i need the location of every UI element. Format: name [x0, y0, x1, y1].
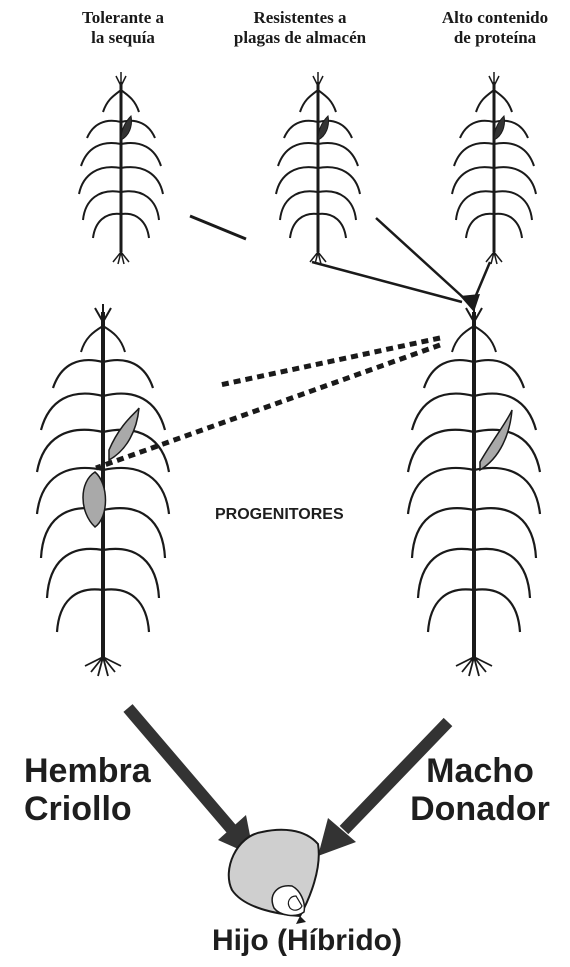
donor-line-2	[312, 262, 462, 302]
male-ear	[480, 410, 512, 470]
female-label: Hembra Criollo	[24, 752, 151, 828]
donor-line-3	[376, 218, 466, 300]
offspring-label: Hijo (Híbrido)	[212, 922, 402, 960]
donor-line-1	[190, 216, 246, 239]
hybrid-kernel	[229, 830, 319, 924]
pollen-line-lower	[96, 345, 440, 468]
female-label-line2: Criollo	[24, 790, 151, 828]
female-ear	[83, 472, 106, 527]
arrowhead-to-male	[460, 294, 480, 312]
female-label-line1: Hembra	[24, 752, 151, 790]
male-label-line2: Donador	[405, 790, 555, 828]
donor-line-4	[474, 262, 490, 300]
donor-plant-pest-resistant	[276, 72, 360, 264]
trait-label-drought: Tolerante a la sequía	[63, 8, 183, 48]
male-label: Macho Donador	[405, 752, 555, 828]
trait-label-pests: Resistentes a plagas de almacén	[215, 8, 385, 48]
male-label-line1: Macho	[405, 752, 555, 790]
female-parent-plant	[37, 304, 169, 676]
female-upper-ear	[109, 408, 139, 460]
trait-protein-line2: de proteína	[430, 28, 560, 48]
progenitors-label: PROGENITORES	[215, 506, 344, 524]
donor-plant-high-protein	[452, 72, 536, 264]
trait-drought-line1: Tolerante a	[63, 8, 183, 28]
trait-label-protein: Alto contenido de proteína	[430, 8, 560, 48]
male-parent-plant	[408, 304, 540, 676]
trait-drought-line2: la sequía	[63, 28, 183, 48]
pollen-line-upper	[220, 338, 440, 385]
trait-protein-line1: Alto contenido	[430, 8, 560, 28]
trait-pests-line2: plagas de almacén	[215, 28, 385, 48]
donor-plant-drought-tolerant	[79, 72, 163, 264]
trait-pests-line1: Resistentes a	[215, 8, 385, 28]
